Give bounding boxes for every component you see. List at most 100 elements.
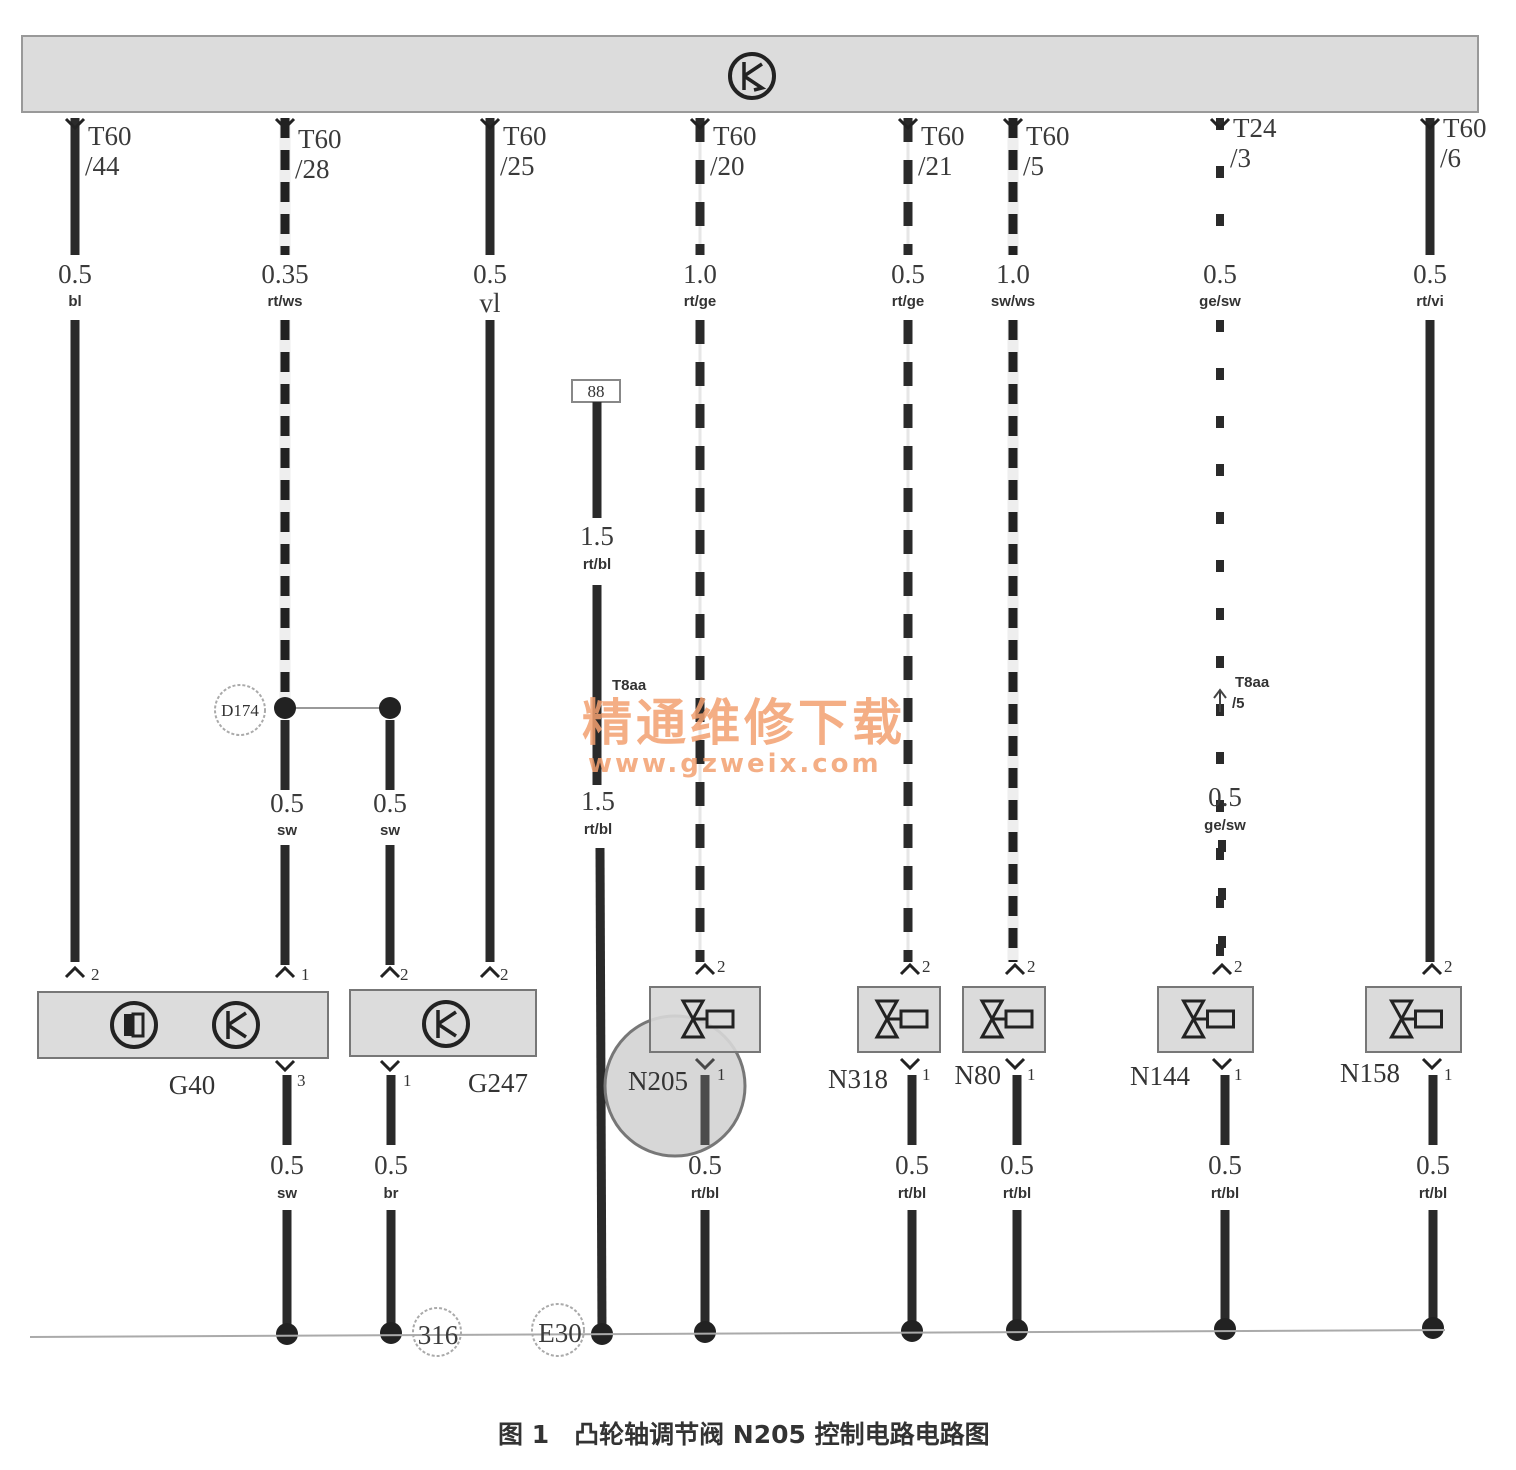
pin-label: 2: [500, 965, 509, 984]
splice-dot: [274, 697, 296, 719]
ground-junction-dot: [1006, 1319, 1028, 1341]
pin-label: 2: [400, 965, 409, 984]
wire-color-label: bl: [68, 293, 81, 310]
wire-color-label: rt/bl: [1003, 1185, 1031, 1202]
pin-label: 2: [1234, 957, 1243, 976]
pin-label: 1: [403, 1071, 412, 1090]
wire-size-label: 0.5: [1413, 259, 1447, 289]
wire-size-label: 0.5: [1416, 1150, 1450, 1180]
pin-arrow-icon: [1211, 1057, 1233, 1071]
pin-label: 2: [922, 957, 931, 976]
figure-caption: 图 1 凸轮轴调节阀 N205 控制电路电路图: [498, 1420, 990, 1449]
valve-icon: [979, 999, 1034, 1039]
wire-size-label: 1.0: [683, 259, 717, 289]
wire-size-label: 0.5: [688, 1150, 722, 1180]
connector-label: T60: [1443, 113, 1487, 143]
pin-label: 1: [1027, 1065, 1036, 1084]
pin-arrow-icon: [694, 1057, 716, 1071]
control-unit-icon: [728, 52, 776, 100]
wire-size-label: 0.5: [373, 788, 407, 818]
pin-arrow-icon: [379, 965, 401, 979]
connector-pin-label: /20: [710, 151, 745, 181]
component-label: N318: [828, 1064, 888, 1094]
wire-size-label: 0.5: [270, 788, 304, 818]
ground-junction-dot: [1214, 1318, 1236, 1340]
component-label: N144: [1130, 1061, 1190, 1091]
component-label: N80: [955, 1060, 1002, 1090]
connector-pin-label: /6: [1440, 143, 1461, 173]
connector-pin-label: /21: [918, 151, 953, 181]
pin-arrow-icon: [1004, 962, 1026, 976]
wire-size-label: 0.5: [374, 1150, 408, 1180]
component-label: N205: [628, 1066, 688, 1096]
connector-label: T8aa: [612, 677, 647, 694]
component-label: N158: [1340, 1058, 1400, 1088]
connector-arrow-icon: [689, 117, 711, 131]
wire-color-label: ge/sw: [1204, 817, 1246, 834]
wire-color-label: sw: [380, 822, 400, 839]
watermark-title: 精通维修下载: [582, 694, 906, 752]
hall-sensor-icon: [110, 1001, 158, 1049]
wire-color-label: sw: [277, 822, 297, 839]
wire-color-label: rt/bl: [691, 1185, 719, 1202]
solenoid-valve-n80: [962, 986, 1046, 1053]
connector-arrow-icon: [479, 117, 501, 131]
connector-pin-label: /5: [1023, 151, 1044, 181]
valve-icon: [680, 999, 735, 1039]
pin-arrow-icon: [274, 1059, 296, 1073]
wire-color-label: rt/bl: [584, 821, 612, 838]
ground-point-badge: [531, 1303, 585, 1357]
valve-icon: [1180, 999, 1235, 1039]
ground-junction-dot: [276, 1323, 298, 1345]
pin-label: 1: [1234, 1065, 1243, 1084]
ground-junction-dot: [380, 1322, 402, 1344]
ground-junction-dot: [1422, 1317, 1444, 1339]
pin-label: 3: [297, 1071, 306, 1090]
connector-arrow-icon: [1002, 117, 1024, 131]
connector-pin-label: /5: [1232, 695, 1245, 712]
component-g40: [37, 991, 329, 1059]
wire-color-label: rt/ge: [892, 293, 925, 310]
pin-arrow-icon: [479, 965, 501, 979]
wire-color-label: rt/bl: [898, 1185, 926, 1202]
connector-label: T60: [1026, 121, 1070, 151]
wire-size-label: 0.5: [1208, 782, 1242, 812]
wire-color-label: br: [384, 1185, 399, 1202]
wire-color-label: rt/bl: [1211, 1185, 1239, 1202]
wire-color-label: rt/bl: [583, 556, 611, 573]
watermark-url: www.gzweix.com: [588, 749, 882, 779]
terminal-label: 88: [588, 382, 605, 401]
pin-arrow-icon: [379, 1059, 401, 1073]
pin-arrow-icon: [1421, 962, 1443, 976]
pin-label: 1: [922, 1065, 931, 1084]
connector-arrow-icon: [274, 117, 296, 131]
connector-arrow-icon: [64, 117, 86, 131]
wire-color-label: vl: [479, 288, 500, 318]
wire-size-label: 0.5: [1000, 1150, 1034, 1180]
connector-pin-label: /44: [85, 151, 120, 181]
pin-label: 1: [301, 965, 310, 984]
ground-junction-dot: [694, 1321, 716, 1343]
connector-label: T24: [1233, 113, 1277, 143]
splice-dot: [379, 697, 401, 719]
pin-arrow-icon: [1004, 1057, 1026, 1071]
connector-label: T60: [88, 121, 132, 151]
connector-label: T60: [921, 121, 965, 151]
splice-label: D174: [221, 701, 259, 720]
component-label: G40: [169, 1070, 216, 1100]
ground-junction-dot: [901, 1320, 923, 1342]
wire-size-label: 0.5: [270, 1150, 304, 1180]
connector-pin-label: /25: [500, 151, 535, 181]
wire-size-label: 1.5: [581, 786, 615, 816]
pin-label: 2: [717, 957, 726, 976]
solenoid-valve-n158: [1365, 986, 1462, 1053]
ground-point-label: E30: [538, 1318, 582, 1348]
connector-pin-label: /3: [1230, 143, 1251, 173]
wire-color-label: rt/bl: [1419, 1185, 1447, 1202]
wire-color-label: sw/ws: [991, 293, 1035, 310]
pin-label: 1: [717, 1065, 726, 1084]
connector-pin-label: /28: [295, 154, 330, 184]
pin-arrow-icon: [1421, 1057, 1443, 1071]
wire-size-label: 0.35: [261, 259, 308, 289]
